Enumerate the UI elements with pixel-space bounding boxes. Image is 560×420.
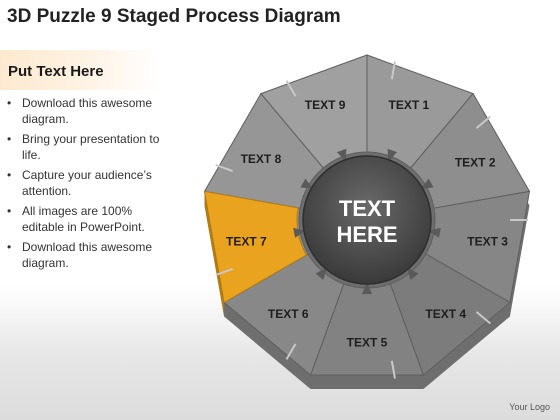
diagram-arrows (215, 61, 528, 379)
segment-label: TEXT 5 (347, 336, 388, 350)
bullet-item: • Download this awesome diagram. (6, 239, 176, 271)
inward-arrow-icon (406, 267, 419, 280)
subtitle: Put Text Here (8, 63, 104, 80)
bullet-item: • Bring your presentation to life. (6, 131, 176, 163)
puzzle-seam (215, 267, 233, 277)
bullet-item: • Download this awesome diagram. (6, 95, 176, 127)
puzzle-segment (260, 54, 368, 169)
bullet-dot-icon: • (7, 132, 12, 146)
bullet-text: All images are 100% editable in PowerPoi… (22, 204, 145, 234)
bullet-dot-icon: • (7, 240, 12, 254)
segment-label: TEXT 6 (268, 307, 309, 321)
bullet-item: • All images are 100% editable in PowerPo… (6, 203, 176, 235)
segment-label: TEXT 2 (455, 155, 496, 169)
segment-label: TEXT 3 (467, 234, 508, 248)
inward-arrow-icon (428, 227, 441, 238)
segment-label: TEXT 1 (389, 98, 430, 112)
puzzle-seam (475, 311, 491, 325)
puzzle-seam (285, 80, 297, 97)
diagram-segments (203, 54, 531, 376)
diagram-labels: TEXT 1 TEXT 2 TEXT 3 TEXT 4 TEXT 5 TEXT 6 TEXT… (226, 98, 508, 350)
inward-arrow-icon (336, 148, 347, 162)
bullet-text: Bring your presentation to life. (22, 132, 160, 162)
puzzle-seam (285, 343, 297, 360)
puzzle-seam (390, 61, 396, 80)
segment-label: TEXT 9 (305, 98, 346, 112)
inward-arrow-icon (300, 178, 314, 189)
segment-label: TEXT 8 (241, 152, 282, 166)
bullet-text: Download this awesome diagram. (22, 96, 153, 126)
logo-text: Your Logo (509, 402, 550, 412)
highlighted-segment-side (204, 191, 225, 317)
slide-title: 3D Puzzle 9 Staged Process Diagram (7, 6, 341, 27)
inward-arrow-icon (362, 282, 372, 294)
bullet-dot-icon: • (7, 204, 12, 218)
puzzle-seam (390, 360, 396, 379)
inward-arrow-icon (387, 148, 398, 162)
inward-arrow-icon (420, 178, 434, 189)
bullet-dot-icon: • (7, 168, 12, 182)
segment-label: TEXT 7 (226, 234, 267, 248)
center-hub (302, 155, 432, 285)
puzzle-seam (475, 115, 491, 129)
bullet-text: Download this awesome diagram. (22, 240, 153, 270)
subtitle-banner (0, 50, 160, 90)
puzzle-seam (215, 163, 233, 173)
segment-label: TEXT 4 (425, 307, 466, 321)
bullet-text: Capture your audience’s attention. (22, 168, 152, 198)
inward-arrow-icon (315, 267, 328, 280)
bullet-dot-icon: • (7, 96, 12, 110)
center-label-line1: TEXT (339, 196, 396, 221)
center-label-line2: HERE (336, 222, 397, 247)
inward-arrow-icon (293, 227, 306, 238)
bullet-list: • Download this awesome diagram. • Bring y… (6, 95, 176, 275)
bullet-item: • Capture your audience’s attention. (6, 167, 176, 199)
